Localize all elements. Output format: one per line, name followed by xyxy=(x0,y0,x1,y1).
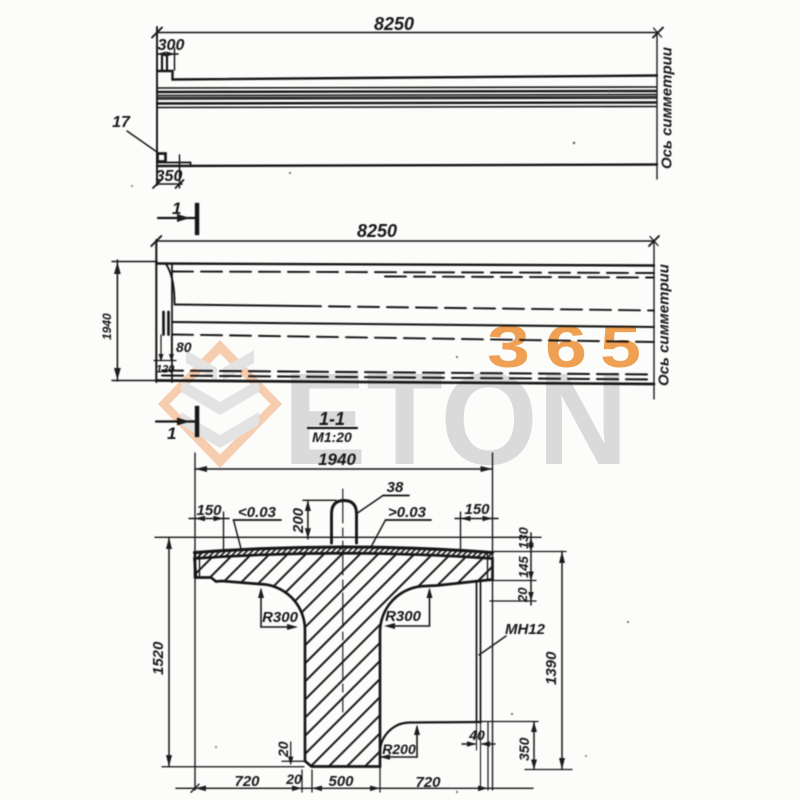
svg-text:ETON: ETON xyxy=(283,345,628,492)
svg-text:130: 130 xyxy=(516,527,531,549)
svg-text:1390: 1390 xyxy=(543,651,560,685)
svg-text:350: 350 xyxy=(516,737,532,761)
svg-text:80: 80 xyxy=(176,339,192,355)
svg-text:Ось симметрии: Ось симметрии xyxy=(656,264,673,386)
svg-text:350: 350 xyxy=(156,168,183,185)
svg-text:МН12: МН12 xyxy=(505,621,546,638)
svg-text:38: 38 xyxy=(387,479,404,496)
svg-text:145: 145 xyxy=(516,556,531,578)
svg-text:720: 720 xyxy=(234,773,260,790)
svg-text:<0.03: <0.03 xyxy=(238,504,277,521)
svg-text:R300: R300 xyxy=(385,608,422,625)
svg-text:1940: 1940 xyxy=(318,450,356,469)
svg-text:17: 17 xyxy=(112,114,131,131)
svg-text:М1:20: М1:20 xyxy=(312,429,352,445)
svg-text:1520: 1520 xyxy=(150,641,167,675)
svg-text:150: 150 xyxy=(196,502,222,519)
svg-text:1: 1 xyxy=(172,199,181,218)
svg-text:120: 120 xyxy=(156,364,175,376)
svg-text:200: 200 xyxy=(290,507,307,534)
svg-text:150: 150 xyxy=(464,501,490,518)
svg-text:>0.03: >0.03 xyxy=(388,504,427,521)
svg-text:R200: R200 xyxy=(382,741,416,757)
svg-text:6: 6 xyxy=(545,314,587,380)
svg-text:20: 20 xyxy=(275,741,291,758)
svg-text:20: 20 xyxy=(285,771,302,787)
svg-text:8250: 8250 xyxy=(374,14,414,34)
svg-text:Ось симметрии: Ось симметрии xyxy=(659,47,676,169)
svg-text:500: 500 xyxy=(328,773,354,790)
svg-text:40: 40 xyxy=(468,727,485,743)
svg-text:5: 5 xyxy=(600,314,641,380)
svg-text:300: 300 xyxy=(158,37,185,54)
svg-text:1940: 1940 xyxy=(100,313,114,340)
svg-text:1-1: 1-1 xyxy=(319,409,345,429)
svg-text:1: 1 xyxy=(167,424,176,443)
svg-text:720: 720 xyxy=(415,774,441,791)
svg-text:8250: 8250 xyxy=(357,221,397,241)
svg-text:3: 3 xyxy=(487,314,530,380)
svg-text:R300: R300 xyxy=(262,609,299,626)
svg-text:20: 20 xyxy=(515,587,530,603)
